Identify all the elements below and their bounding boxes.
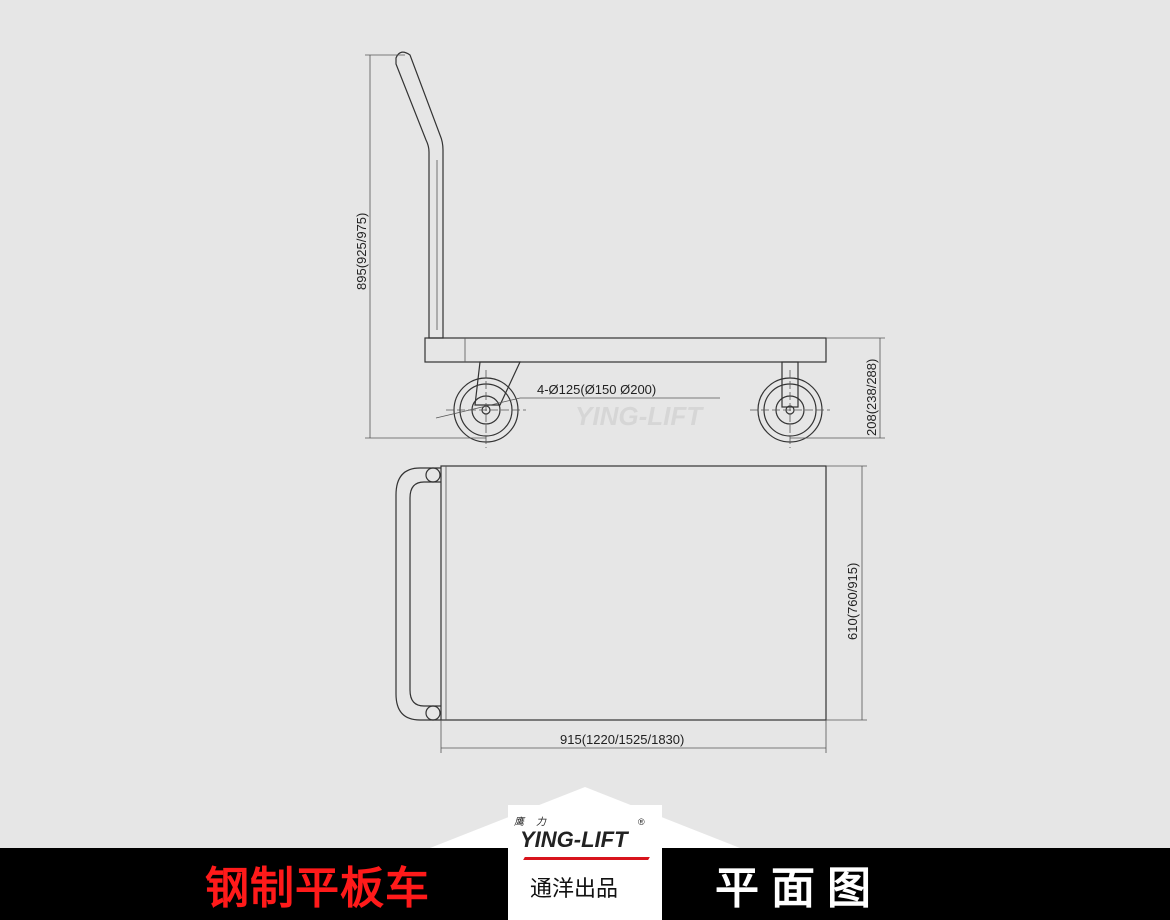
height-dimension: 895(925/975) — [354, 213, 369, 290]
brand-cn: 鹰力 — [514, 817, 558, 828]
deck-height-dimension: 208(238/288) — [864, 359, 879, 436]
deck-side — [424, 337, 827, 363]
rear-caster — [750, 361, 830, 448]
handle-side — [395, 51, 444, 339]
brand-logo: 鹰力 ® YING-LIFT 通洋出品 — [508, 805, 662, 920]
watermark: YING-LIFT — [575, 401, 704, 431]
view-title: 平面图 — [715, 863, 883, 914]
brand-underline — [523, 857, 650, 860]
side-view: 4-Ø125(Ø150 Ø200) YING-LIFT 895(925/975)… — [354, 51, 885, 448]
top-view: 610(760/915) 915(1220/1525/1830) — [395, 465, 867, 753]
handle-top — [395, 467, 441, 721]
registered-mark: ® — [638, 817, 645, 827]
deck-top — [440, 465, 827, 721]
length-dimension: 915(1220/1525/1830) — [560, 732, 684, 747]
width-dimension: 610(760/915) — [845, 563, 860, 640]
front-caster — [446, 361, 526, 448]
brand-name: YING-LIFT — [520, 827, 628, 852]
brand-subtitle: 通洋出品 — [530, 877, 619, 902]
product-title: 钢制平板车 — [205, 863, 430, 914]
wheel-label: 4-Ø125(Ø150 Ø200) — [537, 382, 656, 397]
